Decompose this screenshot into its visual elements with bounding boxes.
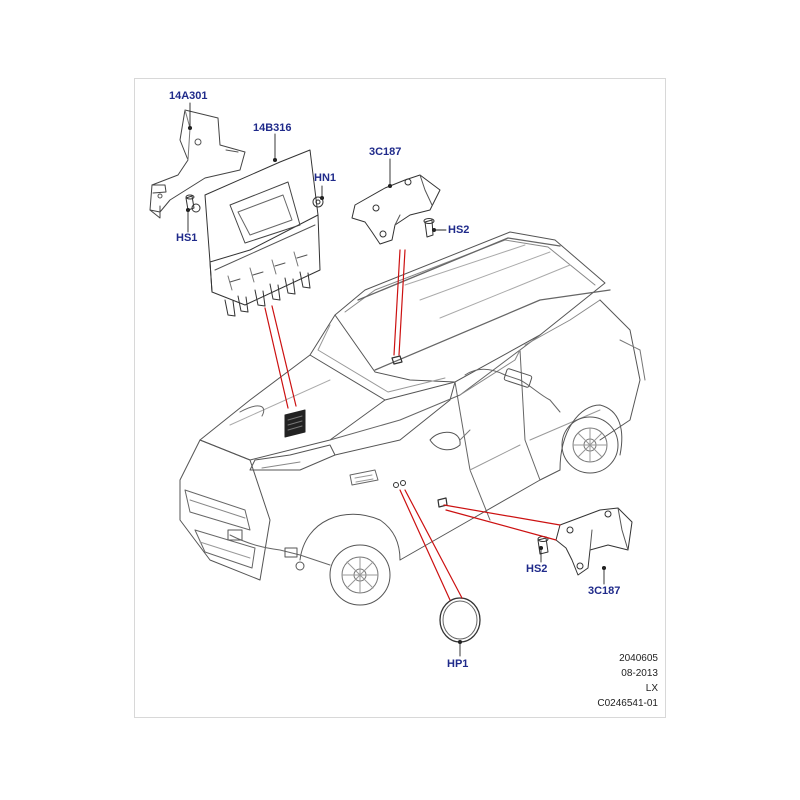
diagram-frame	[134, 78, 666, 718]
label-hp1: HP1	[447, 658, 469, 670]
label-hs2-lower: HS2	[526, 563, 548, 575]
reference-model: LX	[645, 683, 658, 694]
label-3c187-lower: 3C187	[588, 585, 621, 597]
label-hs1: HS1	[176, 232, 198, 244]
label-hn1: HN1	[314, 172, 337, 184]
reference-code: 2040605	[619, 653, 658, 664]
ecu-bracket-14a301	[149, 109, 246, 219]
label-hs2-upper: HS2	[448, 224, 470, 236]
label-leaders	[185, 102, 607, 657]
bracket-3c187-upper	[351, 174, 441, 245]
ecu-module-14b316	[191, 149, 324, 317]
vehicle-outline	[179, 231, 646, 606]
grommet-hp1	[439, 597, 481, 643]
bracket-3c187-lower	[537, 507, 633, 576]
label-3c187-upper: 3C187	[369, 146, 402, 158]
location-leaders	[264, 249, 561, 601]
label-14a301: 14A301	[169, 90, 208, 102]
ecu-location-marker	[284, 409, 306, 438]
reference-date: 08-2013	[621, 668, 658, 679]
reference-illustration-id: C0246541-01	[597, 698, 658, 709]
label-14b316: 14B316	[253, 122, 292, 134]
